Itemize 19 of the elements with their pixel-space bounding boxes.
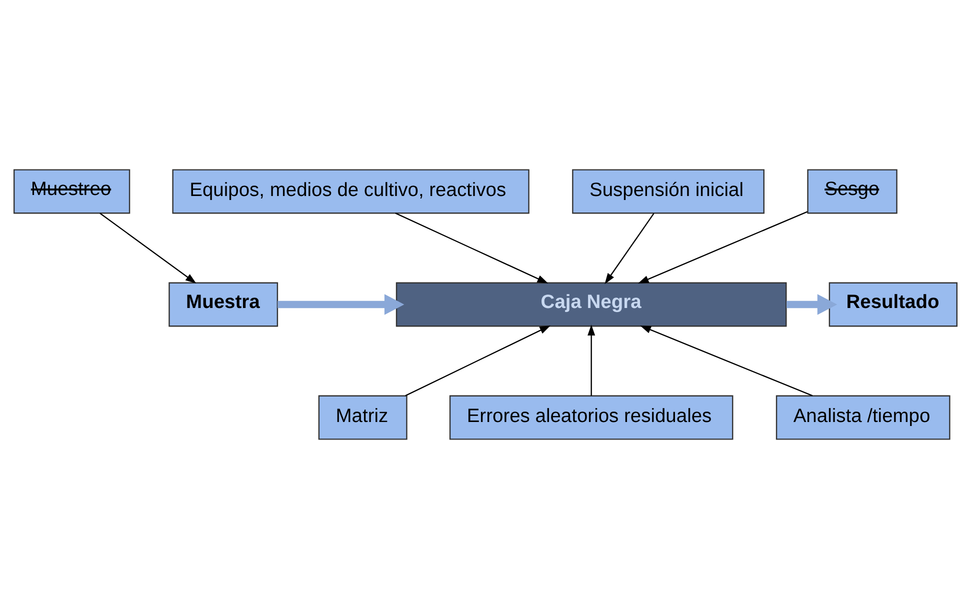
- node-box: Caja Negra: [396, 282, 787, 326]
- arrow: [588, 324, 596, 396]
- node-box: Matriz: [318, 394, 408, 440]
- node-box: Muestreo: [13, 168, 130, 214]
- arrow: [640, 325, 813, 396]
- node-box: Resultado: [828, 282, 958, 326]
- node-box: Equipos, medios de cultivo, reactivos: [172, 168, 530, 214]
- node-box: Suspensión inicial: [572, 168, 764, 214]
- node-box: Muestra: [168, 282, 278, 326]
- arrow: [405, 324, 551, 396]
- node-box: Sesgo: [807, 168, 898, 214]
- arrow: [100, 212, 196, 284]
- arrow: [786, 294, 838, 314]
- arrow: [278, 294, 404, 314]
- arrow: [638, 210, 808, 284]
- arrow: [395, 212, 548, 283]
- node-box: Errores aleatorios residuales: [449, 394, 734, 440]
- arrow: [604, 212, 654, 284]
- node-box: Analista /tiempo: [776, 394, 950, 440]
